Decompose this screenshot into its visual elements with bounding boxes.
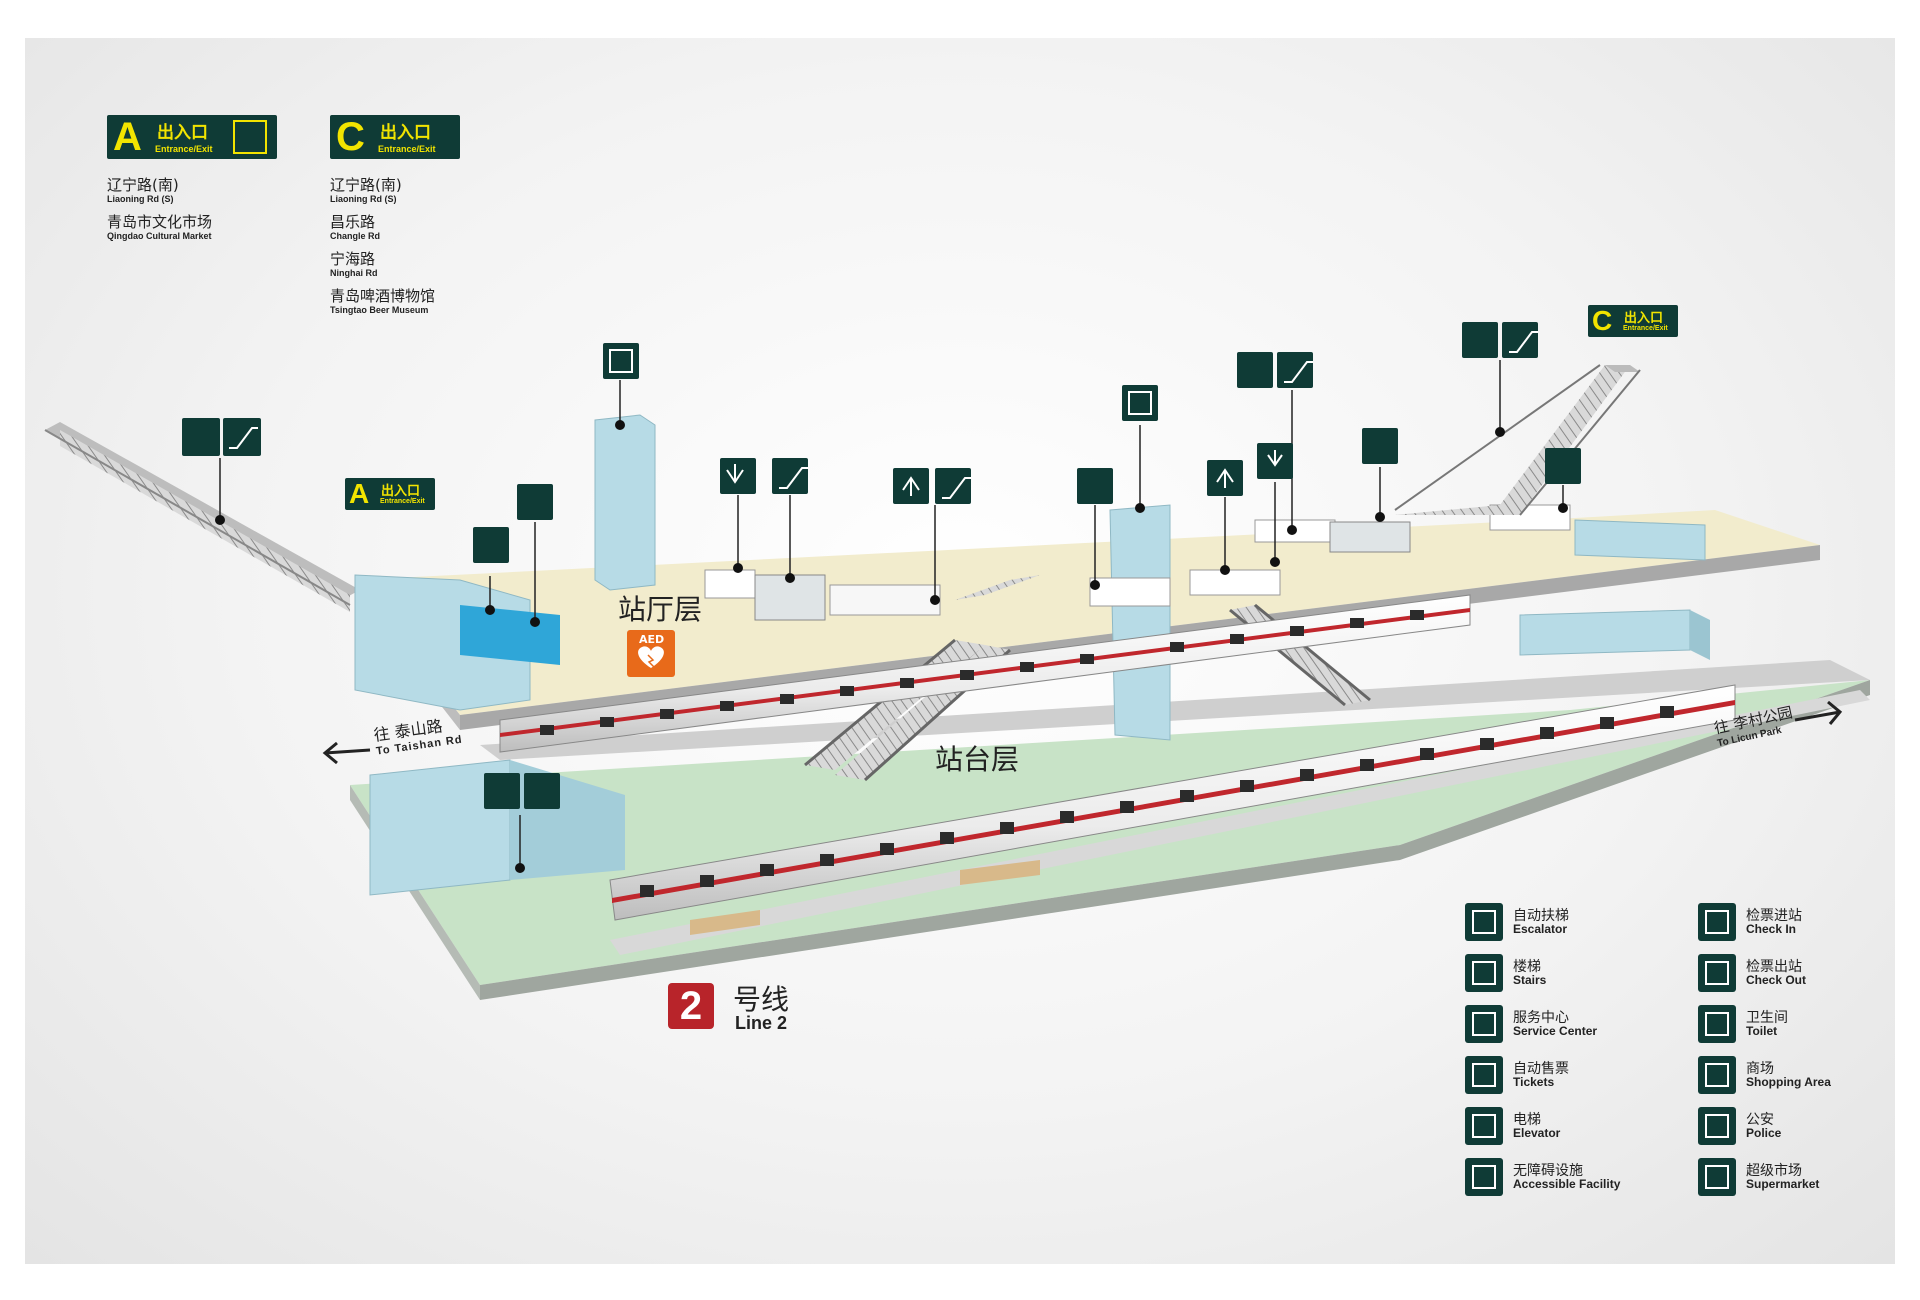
destination-item: 青岛市文化市场 Qingdao Cultural Market bbox=[107, 213, 212, 242]
destination-cn: 辽宁路(南) bbox=[107, 176, 179, 194]
exit-c-cn: 出入口 bbox=[380, 123, 431, 143]
destination-cn: 青岛啤酒博物馆 bbox=[330, 287, 436, 305]
legend-en: Supermarket bbox=[1746, 1177, 1820, 1191]
check-in-icon bbox=[1698, 903, 1736, 941]
line-name-en: Line 2 bbox=[735, 1013, 788, 1033]
exit-c-staircase bbox=[1394, 364, 1641, 516]
map-exit-c-letter: C bbox=[1592, 305, 1613, 336]
legend-cn: 电梯 bbox=[1513, 1112, 1541, 1128]
exit-c-letter: C bbox=[336, 115, 365, 159]
toilet-icon bbox=[1698, 1005, 1736, 1043]
stairs-icon bbox=[1465, 954, 1503, 992]
concourse-level-label: 站厅层 bbox=[618, 593, 703, 626]
exit-a-staircase bbox=[44, 422, 360, 612]
legend-cn: 无障碍设施 bbox=[1513, 1163, 1583, 1179]
legend-cn: 卫生间 bbox=[1746, 1010, 1788, 1026]
check-out-icon bbox=[1698, 954, 1736, 992]
destination-en: Qingdao Cultural Market bbox=[107, 231, 212, 241]
exit-c-sign: C 出入口 Entrance/Exit bbox=[330, 115, 460, 159]
destination-en: Changle Rd bbox=[330, 231, 381, 241]
legend-cn: 自动售票 bbox=[1513, 1061, 1569, 1077]
destination-item: 辽宁路(南) Liaoning Rd (S) bbox=[107, 176, 212, 205]
legend-en: Stairs bbox=[1513, 973, 1547, 987]
legend-en: Service Center bbox=[1513, 1024, 1598, 1038]
legend-cn: 公安 bbox=[1746, 1112, 1774, 1128]
legend-en: Shopping Area bbox=[1746, 1075, 1831, 1089]
legend-cn: 楼梯 bbox=[1513, 959, 1541, 975]
service-center-icon bbox=[1465, 1005, 1503, 1043]
destination-en: Liaoning Rd (S) bbox=[330, 194, 397, 204]
map-exit-c-en: Entrance/Exit bbox=[1623, 325, 1668, 332]
exit-a-cn: 出入口 bbox=[157, 123, 208, 143]
line-number-badge: 2 bbox=[668, 983, 714, 1029]
legend-en: Toilet bbox=[1746, 1024, 1778, 1038]
supermarket-icon bbox=[1698, 1158, 1736, 1196]
legend-cn: 检票进站 bbox=[1746, 908, 1802, 924]
aed-label: AED bbox=[639, 633, 665, 646]
exit-c-en: Entrance/Exit bbox=[378, 144, 436, 154]
elevator-icon bbox=[233, 120, 267, 154]
map-exit-a-en: Entrance/Exit bbox=[380, 498, 425, 505]
legend-en: Police bbox=[1746, 1126, 1782, 1140]
destination-cn: 昌乐路 bbox=[330, 213, 376, 231]
ticket-machine-icon bbox=[1465, 1056, 1503, 1094]
legend-cn: 商场 bbox=[1746, 1061, 1774, 1077]
legend-cn: 服务中心 bbox=[1513, 1010, 1569, 1026]
destination-en: Liaoning Rd (S) bbox=[107, 194, 174, 204]
map-exit-a-letter: A bbox=[349, 478, 370, 509]
line-name-cn: 号线 bbox=[733, 983, 790, 1016]
direction-left-arrow bbox=[322, 741, 371, 765]
destination-item: 辽宁路(南) Liaoning Rd (S) bbox=[330, 176, 435, 205]
platform-level-label: 站台层 bbox=[935, 743, 1020, 776]
sign-dots bbox=[215, 420, 1568, 873]
legend-en: Tickets bbox=[1513, 1075, 1555, 1089]
exit-a-destinations: 辽宁路(南) Liaoning Rd (S) 青岛市文化市场 Qingdao C… bbox=[107, 176, 212, 250]
legend-en: Escalator bbox=[1513, 922, 1568, 936]
legend-en: Accessible Facility bbox=[1513, 1177, 1621, 1191]
destination-cn: 宁海路 bbox=[330, 250, 376, 268]
destination-item: 青岛啤酒博物馆 Tsingtao Beer Museum bbox=[330, 287, 435, 316]
destination-cn: 辽宁路(南) bbox=[330, 176, 402, 194]
wheelchair-icon bbox=[1465, 1158, 1503, 1196]
exit-a-en: Entrance/Exit bbox=[155, 144, 213, 154]
exit-a-sign: A 出入口 Entrance/Exit bbox=[107, 115, 277, 159]
train-lower bbox=[609, 684, 1736, 935]
destination-item: 宁海路 Ninghai Rd bbox=[330, 250, 435, 279]
map-icon-glyphs bbox=[229, 331, 1538, 499]
police-icon bbox=[1698, 1107, 1736, 1145]
map-exit-a-sign: A 出入口 Entrance/Exit bbox=[345, 478, 435, 510]
destination-item: 昌乐路 Changle Rd bbox=[330, 213, 435, 242]
elevator-icon bbox=[1465, 1107, 1503, 1145]
escalator-icon bbox=[1465, 903, 1503, 941]
shopping-icon bbox=[1698, 1056, 1736, 1094]
map-exit-c-sign: C 出入口 Entrance/Exit bbox=[1588, 305, 1678, 337]
legend-cn: 检票出站 bbox=[1746, 959, 1802, 975]
legend-en: Check In bbox=[1746, 922, 1797, 936]
direction-right-arrow bbox=[1794, 700, 1843, 725]
map-exit-c-cn: 出入口 bbox=[1624, 311, 1664, 326]
exit-a-letter: A bbox=[113, 115, 142, 159]
destination-en: Ninghai Rd bbox=[330, 268, 378, 278]
map-exit-a-cn: 出入口 bbox=[381, 484, 421, 499]
legend-en: Check Out bbox=[1746, 973, 1807, 987]
legend-cn: 超级市场 bbox=[1746, 1163, 1802, 1179]
train-upper bbox=[499, 594, 1471, 753]
aed-box bbox=[627, 630, 675, 677]
exit-c-destinations: 辽宁路(南) Liaoning Rd (S) 昌乐路 Changle Rd 宁海… bbox=[330, 176, 435, 324]
destination-en: Tsingtao Beer Museum bbox=[330, 305, 429, 315]
legend-cn: 自动扶梯 bbox=[1513, 908, 1569, 924]
destination-cn: 青岛市文化市场 bbox=[107, 213, 213, 231]
legend-en: Elevator bbox=[1513, 1126, 1561, 1140]
